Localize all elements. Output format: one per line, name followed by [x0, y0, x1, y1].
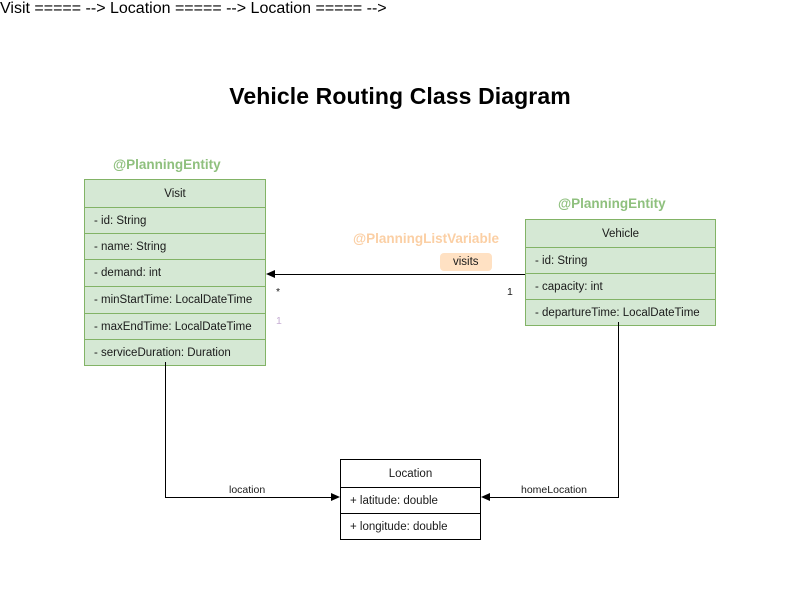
class-name-location: Location [388, 467, 433, 480]
class-attribute-visit-name: - name: String [85, 233, 265, 259]
multiplicity-visits-target: * [276, 286, 281, 298]
visit-stereotype-label: @PlanningEntity [113, 157, 221, 172]
class-box-vehicle[interactable]: Vehicle - id: String - capacity: int - d… [525, 219, 716, 326]
edge-label-home-location: homeLocation [518, 484, 590, 496]
edge-home-location-vertical [618, 322, 619, 498]
class-attribute-location-longitude: + longitude: double [341, 513, 480, 539]
class-attribute-visit-id: - id: String [85, 207, 265, 233]
edge-label-location: location [226, 484, 269, 496]
class-attribute-visit-max-end-time: - maxEndTime: LocalDateTime [85, 313, 265, 339]
edge-home-location-horizontal [486, 497, 618, 498]
class-attribute-location-latitude: + latitude: double [341, 487, 480, 513]
edge-visits-arrowhead [266, 269, 275, 278]
edge-label-visits: visits [440, 253, 492, 271]
class-attribute-visit-demand: - demand: int [85, 259, 265, 286]
edge-location-vertical [165, 362, 166, 498]
class-box-location[interactable]: Location + latitude: double + longitude:… [340, 459, 481, 540]
class-attribute-vehicle-capacity: - capacity: int [526, 273, 715, 299]
class-attribute-vehicle-departure-time: - departureTime: LocalDateTime [526, 299, 715, 325]
multiplicity-visits-source: 1 [507, 286, 513, 298]
page-title: Vehicle Routing Class Diagram [229, 83, 571, 109]
edge-visits-line [271, 274, 525, 275]
class-name-visit: Visit [164, 187, 186, 200]
edge-home-location-arrowhead [481, 492, 490, 501]
edge-location-arrowhead [331, 492, 340, 501]
class-attribute-vehicle-id: - id: String [526, 247, 715, 273]
class-attribute-visit-service-duration: - serviceDuration: Duration [85, 339, 265, 365]
list-variable-stereotype-label: @PlanningListVariable [353, 231, 499, 246]
class-box-visit[interactable]: Visit - id: String - name: String - dema… [84, 179, 266, 366]
multiplicity-location-source: 1 [276, 315, 282, 327]
vehicle-stereotype-label: @PlanningEntity [558, 196, 666, 211]
class-attribute-visit-min-start-time: - minStartTime: LocalDateTime [85, 286, 265, 313]
class-name-vehicle: Vehicle [601, 227, 640, 240]
edge-location-horizontal [165, 497, 335, 498]
